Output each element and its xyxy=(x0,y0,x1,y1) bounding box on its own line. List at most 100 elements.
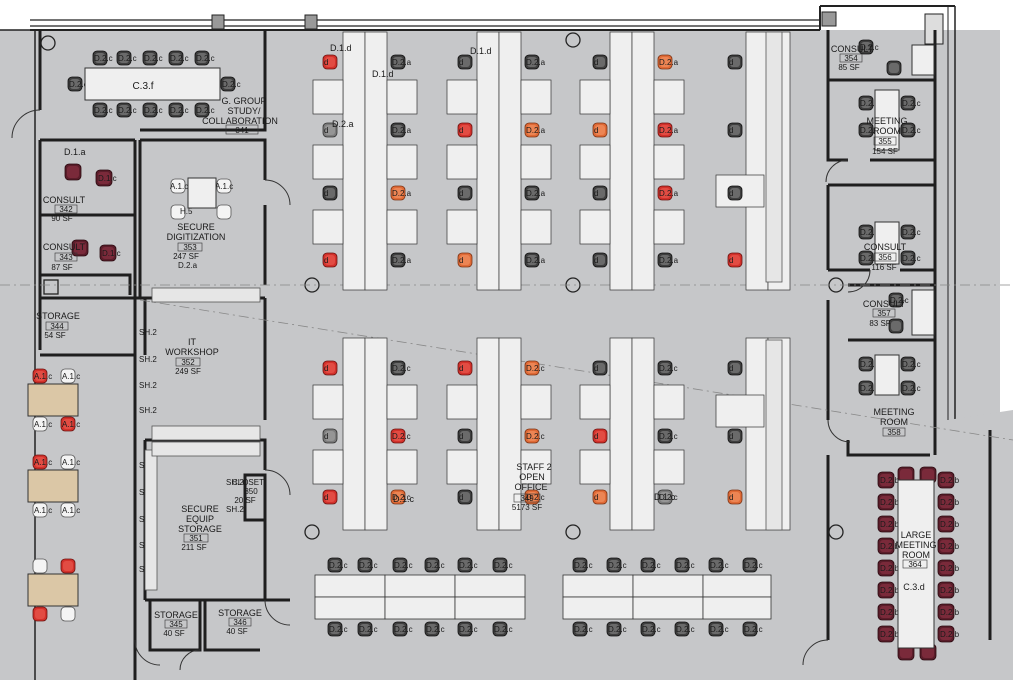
furniture-label: D.2.a xyxy=(332,119,354,129)
room-open-office-area: 5173 SF xyxy=(512,503,542,512)
room-closet-number: 350 xyxy=(244,487,258,496)
desk-wing xyxy=(446,79,478,115)
chair-label: d xyxy=(324,126,328,135)
room-storage-344-area: 54 SF xyxy=(44,331,65,340)
chair-label: D.2.a xyxy=(659,126,679,135)
chair-label: d xyxy=(594,189,598,198)
room-storage-346-number: 346 xyxy=(233,618,247,627)
desk-spine xyxy=(342,337,366,531)
chair-label: D.2.c xyxy=(676,561,695,570)
chair-label: d xyxy=(459,189,463,198)
chair-label: D.2.c xyxy=(196,106,215,115)
chair-label: D.2.c xyxy=(574,625,593,634)
furniture-label: A.1.c xyxy=(215,182,233,191)
chair-label: d xyxy=(594,493,598,502)
chair-label: D.2.b xyxy=(940,498,960,507)
chair-label: d xyxy=(594,126,598,135)
chair-label: D.2.c xyxy=(329,561,348,570)
desk-wing xyxy=(579,209,611,245)
chair-label: d xyxy=(459,432,463,441)
chair-label: D.2.c xyxy=(902,228,921,237)
consult-356-table xyxy=(874,221,900,265)
chair-label: D.2.c xyxy=(359,561,378,570)
room-consult-342-name: CONSULT xyxy=(43,195,86,205)
desk-wing xyxy=(653,79,685,115)
chair-white xyxy=(32,558,48,574)
furniture-label: D.1.d xyxy=(470,46,492,56)
chair-label: D.2.b xyxy=(880,608,900,617)
desk-wing xyxy=(520,384,552,420)
chair-label: D.2.c xyxy=(659,364,678,373)
chair-label: D.2.c xyxy=(526,493,545,502)
desk-wing xyxy=(446,144,478,180)
desk-wing xyxy=(520,209,552,245)
room-it-workshop-number: 352 xyxy=(181,358,195,367)
room-consult-354-number: 354 xyxy=(844,54,858,63)
furniture-label: H.5 xyxy=(180,207,193,216)
room-open-office-number: 349 xyxy=(520,494,534,503)
chair-label: D.2.c xyxy=(359,625,378,634)
chair-label: D.2.c xyxy=(710,561,729,570)
chair-dark xyxy=(886,60,902,76)
chair-label: d xyxy=(729,364,733,373)
bottom-bench-desks xyxy=(314,574,772,620)
room-consult-356-name: CONSULT xyxy=(864,242,907,252)
desk-spine xyxy=(631,337,655,531)
chair-white xyxy=(60,606,76,622)
room-storage-344-number: 344 xyxy=(50,322,64,331)
room-storage-345-name: STORAGE xyxy=(154,610,198,620)
desk-wing xyxy=(312,209,344,245)
chair-label: D.2.c xyxy=(574,561,593,570)
chair-label: D.1.c xyxy=(102,249,121,258)
desk-wing xyxy=(312,384,344,420)
chair-label: d xyxy=(729,126,733,135)
chair-label: D.2.c xyxy=(94,54,113,63)
chair-label: D.1.c xyxy=(98,174,117,183)
desk-spine xyxy=(609,337,633,531)
chair-label: D.2.b xyxy=(880,476,900,485)
chair-label: d xyxy=(459,364,463,373)
chair-label: D.2.c xyxy=(902,99,921,108)
shelf-label: SH.2 xyxy=(139,406,157,415)
chair-label: D.2.c xyxy=(860,99,879,108)
furniture-label: D.1.c xyxy=(393,494,415,504)
room-number-341: 341 xyxy=(235,126,249,135)
chair-label: D.2.c xyxy=(676,625,695,634)
chair-label: d xyxy=(729,189,733,198)
room-consult-357: CONSULT 357 83 SF xyxy=(863,299,906,328)
desk-wing xyxy=(653,449,685,485)
chair-label: D.2.c xyxy=(710,625,729,634)
chair-label: D.2.c xyxy=(426,561,445,570)
room-storage-344: STORAGE 344 54 SF xyxy=(36,311,80,340)
chair-label: D.2.c xyxy=(860,254,879,263)
chair-label: d xyxy=(594,364,598,373)
desk-spine xyxy=(364,337,388,531)
furniture-label: D.1.c xyxy=(654,492,676,502)
desk-wing xyxy=(653,209,685,245)
desk-spine xyxy=(476,31,500,291)
room-it-workshop-area: 249 SF xyxy=(175,367,201,376)
chair-label: D.2.c xyxy=(744,561,763,570)
furniture-label: D.1.a xyxy=(64,147,86,157)
desk-wing xyxy=(520,79,552,115)
room-storage-345-number: 345 xyxy=(169,620,183,629)
room-consult-343-name: CONSULT xyxy=(43,242,86,252)
room-storage-345-area: 40 SF xyxy=(163,629,184,638)
room-secure-equip-area: 211 SF xyxy=(181,543,206,552)
chair-label: D.2.c xyxy=(860,43,879,52)
chair-label: D.2.c xyxy=(170,54,189,63)
chair-label: D.2.c xyxy=(902,126,921,135)
meeting-358-table xyxy=(874,354,900,396)
large-meeting-table-label: C.3.d xyxy=(903,582,925,592)
chair-label: D.2.c xyxy=(744,625,763,634)
chair-label: D.2.c xyxy=(860,384,879,393)
